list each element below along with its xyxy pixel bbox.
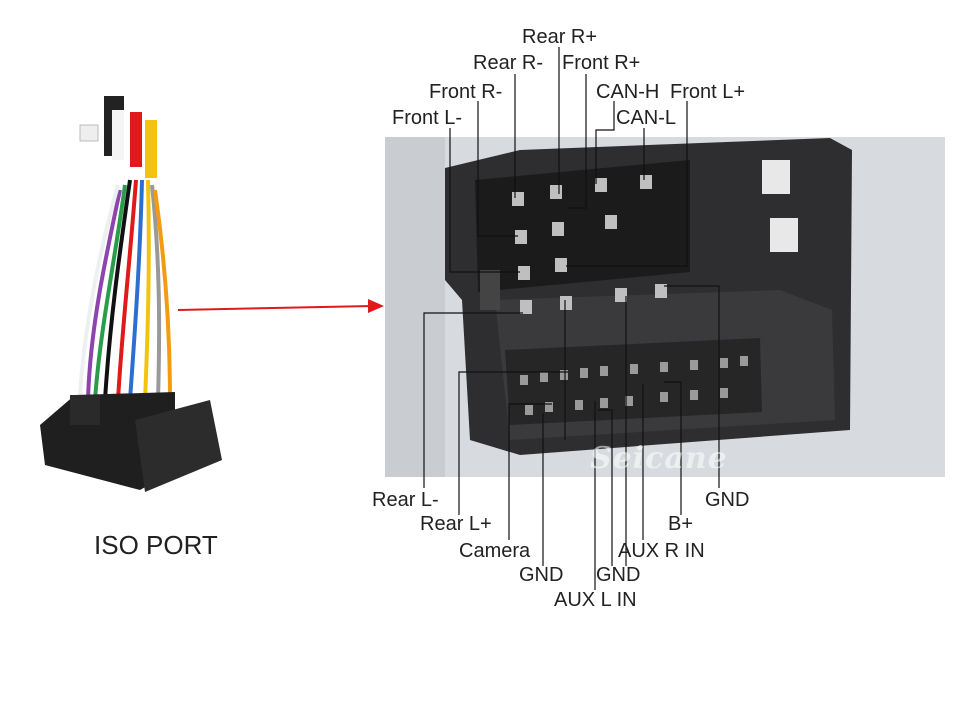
label-rear-l-plus: Rear L+ [420,513,492,535]
label-can-l: CAN-L [616,107,677,129]
label-b-plus: B+ [668,513,694,535]
label-camera: Camera [459,540,531,562]
label-aux-r-in: AUX R IN [618,540,705,562]
label-rear-r-plus: Rear R+ [522,26,598,48]
label-rear-l-minus: Rear L- [372,489,439,511]
connector-housing [445,138,852,455]
label-can-h: CAN-H [596,81,660,103]
label-front-l-plus: Front L+ [670,81,746,103]
label-rear-r-minus: Rear R- [473,52,544,74]
label-front-l-minus: Front L- [392,107,463,129]
label-front-r-plus: Front R+ [562,52,641,74]
watermark: Seicane [590,441,728,476]
harness-illustration [40,96,222,492]
label-gnd-1: GND [705,489,750,511]
leader-lines [423,47,720,590]
red-arrow [177,299,384,313]
iso-port-title: ISO PORT [94,530,218,560]
label-gnd-2: GND [519,564,564,586]
label-aux-l-in: AUX L IN [554,589,637,611]
label-front-r-minus: Front R- [429,81,503,103]
label-gnd-3: GND [596,564,641,586]
